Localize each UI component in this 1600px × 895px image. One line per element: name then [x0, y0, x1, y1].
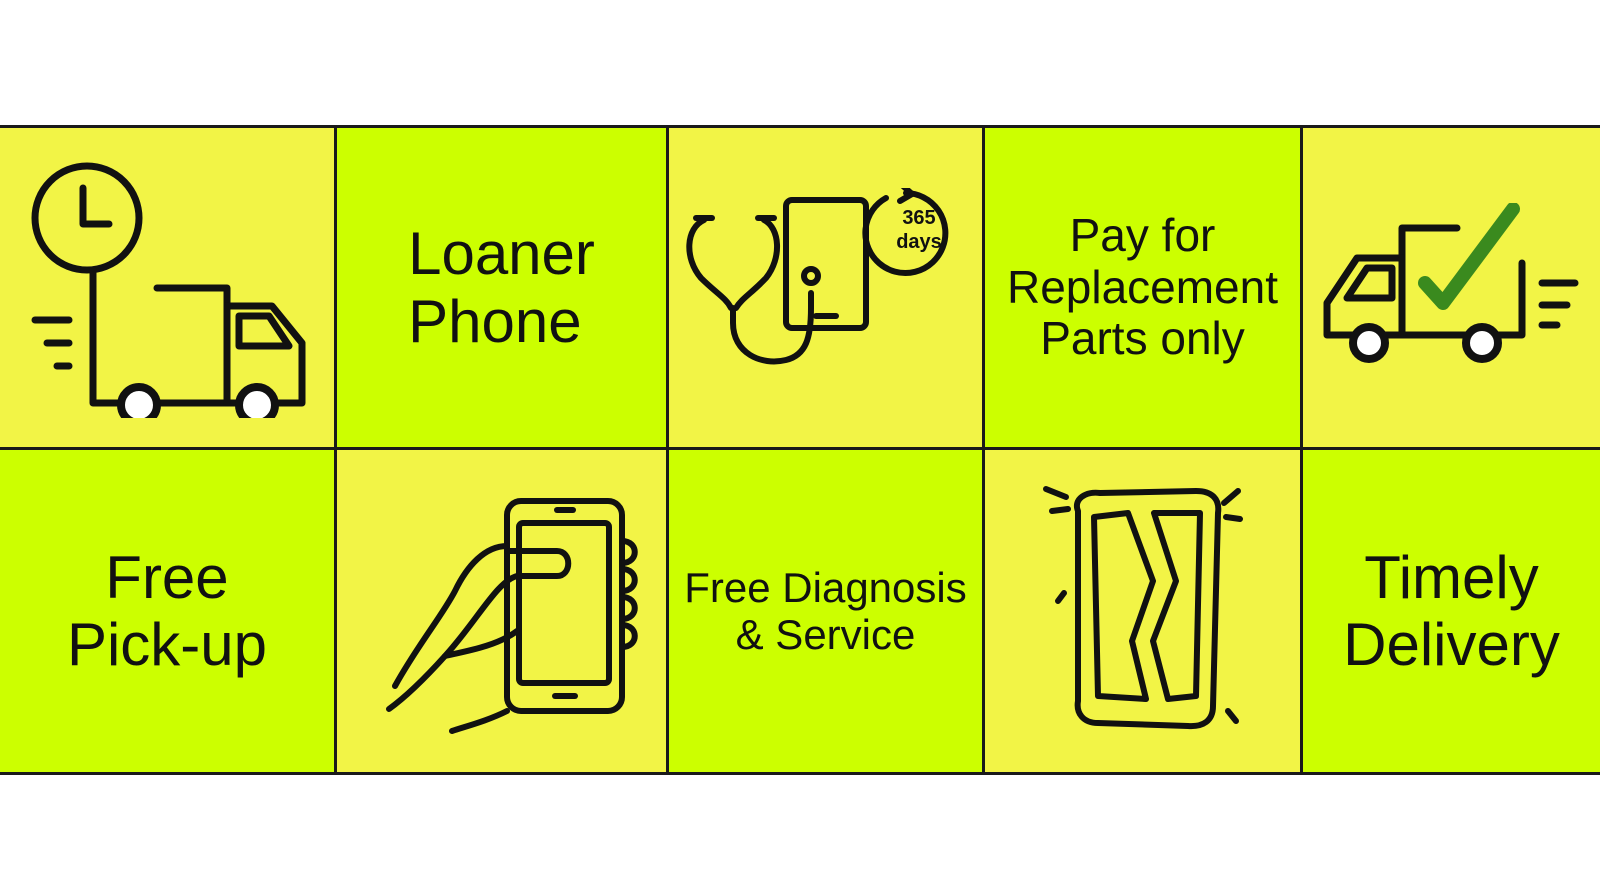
clock-truck-icon — [31, 162, 306, 418]
services-grid: Loaner Phone 365 days Pay for Re — [0, 125, 1600, 775]
truck-check-icon — [1323, 202, 1578, 363]
pay-line3: Parts only — [1040, 312, 1245, 365]
tile-pay-parts: Pay for Replacement Parts only — [985, 128, 1303, 450]
pay-line1: Pay for — [1069, 209, 1216, 262]
badge-unit: days — [896, 231, 942, 253]
tile-pickup-icon — [0, 128, 337, 450]
tile-replacement-icon — [985, 450, 1303, 772]
tile-loaner-icon — [337, 450, 669, 772]
tile-diagnosis-icon: 365 days — [669, 128, 985, 450]
hand-phone-icon — [385, 498, 638, 734]
broken-phone-icon — [1042, 486, 1243, 730]
tile-timely-delivery: Timely Delivery — [1303, 450, 1600, 772]
loaner-line2: Phone — [408, 287, 582, 355]
tile-loaner-phone: Loaner Phone — [337, 128, 669, 450]
loaner-line1: Loaner — [408, 220, 595, 288]
pay-line2: Replacement — [1006, 260, 1279, 313]
diagnosis-line1: Free Diagnosis — [684, 563, 967, 611]
badge-number: 365 — [902, 207, 935, 229]
tile-free-diagnosis: Free Diagnosis & Service — [669, 450, 985, 772]
tile-delivery-icon — [1303, 128, 1600, 450]
pickup-line2: Pick-up — [66, 611, 268, 678]
timely-line1: Timely — [1364, 543, 1539, 611]
diagnosis-line2: & Service — [735, 611, 916, 658]
tile-free-pickup: Free Pick-up — [0, 450, 337, 772]
stethoscope-tablet-icon: 365 days — [685, 187, 948, 364]
pickup-line1: Free — [105, 543, 229, 611]
timely-line2: Delivery — [1343, 611, 1560, 678]
